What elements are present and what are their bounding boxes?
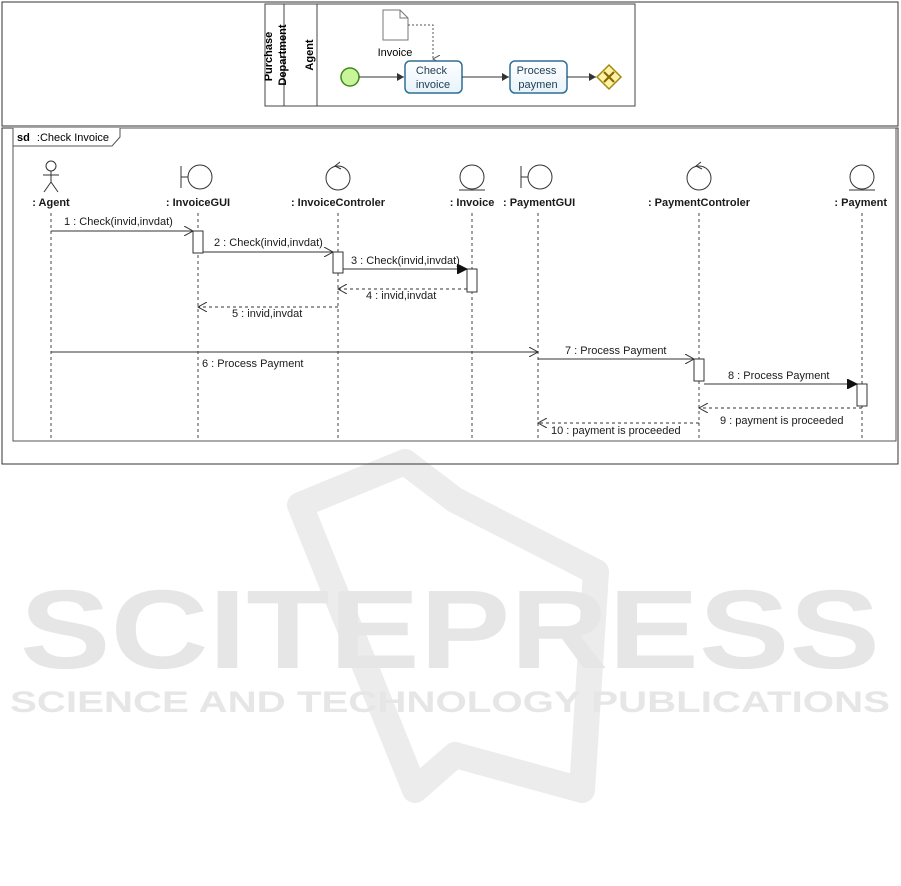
sd-frame	[12, 127, 897, 442]
data-association	[408, 24, 433, 59]
message-label: 8 : Process Payment	[728, 370, 830, 382]
entity-icon	[459, 164, 485, 191]
activation-bar-invoicectl	[332, 251, 344, 274]
message-label: 5 : invid,invdat	[232, 308, 302, 320]
activation-bar-invoice	[466, 268, 478, 293]
lifeline-payment[interactable]: : Payment	[834, 164, 887, 441]
watermark: SCITEPRESS SCIENCE AND TECHNOLOGY PUBLIC…	[10, 449, 890, 803]
message-8[interactable]: 8 : Process Payment	[704, 370, 857, 384]
message-1[interactable]: 1 : Check(invid,invdat)	[51, 216, 193, 231]
lifelines: : Agent : InvoiceGUI : InvoiceControler : I…	[32, 160, 887, 441]
lifeline-label-paymentgui: : PaymentGUI	[503, 197, 575, 209]
message-label: 2 : Check(invid,invdat)	[214, 237, 323, 249]
lifeline-agent[interactable]: : Agent	[32, 160, 70, 441]
lifeline-paymentgui[interactable]: : PaymentGUI	[503, 164, 575, 441]
activation-bar-payment	[856, 383, 868, 407]
pool-label: Purchase Department	[263, 24, 289, 85]
activations	[192, 230, 868, 407]
lifeline-label-agent: : Agent	[32, 197, 70, 209]
message-label: 9 : payment is proceeded	[720, 415, 844, 427]
sd-title: :Check Invoice	[37, 132, 109, 144]
message-label: 10 : payment is proceeded	[551, 425, 681, 437]
message-6[interactable]: 6 : Process Payment	[51, 352, 538, 370]
lifeline-label-invoicectl: : InvoiceControler	[291, 197, 386, 209]
bpmn-outer-frame	[1, 1, 899, 127]
task-process-label: Process paymen	[517, 65, 560, 91]
message-label: 6 : Process Payment	[202, 358, 304, 370]
task-process-payment[interactable]: Process paymen	[509, 60, 568, 94]
lifeline-label-payment: : Payment	[834, 197, 887, 209]
entity-icon	[849, 164, 875, 191]
message-label: 1 : Check(invid,invdat)	[64, 216, 173, 228]
message-9[interactable]: 9 : payment is proceeded	[699, 408, 862, 427]
sd-prefix: sd	[17, 132, 30, 144]
sequence-outer-frame	[1, 127, 899, 465]
lane-label: Agent	[304, 39, 316, 71]
messages: 1 : Check(invid,invdat) 2 : Check(invid,i…	[51, 216, 862, 437]
message-3[interactable]: 3 : Check(invid,invdat)	[343, 255, 467, 269]
lifeline-invoicegui[interactable]: : InvoiceGUI	[166, 164, 230, 441]
message-4[interactable]: 4 : invid,invdat	[338, 289, 467, 302]
data-object-label: Invoice	[378, 47, 413, 59]
sd-frame-tab	[12, 128, 121, 147]
boundary-icon	[520, 164, 553, 190]
watermark-title: SCITEPRESS	[20, 567, 880, 692]
lifeline-label-paymentctl: : PaymentControler	[648, 197, 751, 209]
watermark-logo	[287, 449, 609, 803]
message-10[interactable]: 10 : payment is proceeded	[538, 423, 699, 437]
watermark-subtitle: SCIENCE AND TECHNOLOGY PUBLICATIONS	[10, 686, 890, 719]
task-check-invoice[interactable]: Check invoice	[404, 60, 463, 94]
data-object-fold	[399, 10, 408, 19]
activation-bar-invoicegui	[192, 230, 204, 254]
activation-bar-paymentctl	[693, 358, 705, 382]
boundary-icon	[180, 164, 213, 190]
lifeline-paymentctl[interactable]: : PaymentControler	[648, 161, 751, 441]
message-label: 4 : invid,invdat	[366, 290, 436, 302]
start-event[interactable]	[340, 67, 360, 87]
message-label: 7 : Process Payment	[565, 345, 667, 357]
control-icon	[325, 161, 351, 191]
message-label: 3 : Check(invid,invdat)	[351, 255, 460, 267]
control-icon	[686, 161, 712, 191]
bpmn-process-diagram: Purchase Department Agent Invoice Check …	[263, 3, 636, 107]
message-5[interactable]: 5 : invid,invdat	[198, 307, 338, 320]
lifeline-label-invoicegui: : InvoiceGUI	[166, 197, 230, 209]
exclusive-gateway-icon[interactable]	[595, 63, 623, 91]
message-7[interactable]: 7 : Process Payment	[538, 345, 694, 359]
task-check-label: Check invoice	[416, 65, 450, 91]
lifeline-invoice[interactable]: : Invoice	[450, 164, 495, 441]
sd-frame-title: sd :Check Invoice	[17, 132, 109, 144]
actor-icon	[43, 160, 59, 193]
data-object-icon[interactable]	[382, 9, 409, 41]
lifeline-invoicectl[interactable]: : InvoiceControler	[291, 161, 386, 441]
message-2[interactable]: 2 : Check(invid,invdat)	[203, 237, 333, 252]
lifeline-label-invoice: : Invoice	[450, 197, 495, 209]
